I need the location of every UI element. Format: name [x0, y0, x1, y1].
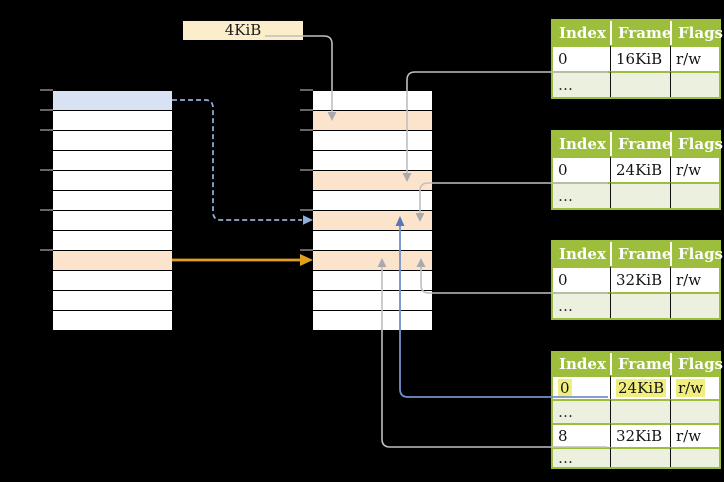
column-header-frame: Frame: [610, 132, 671, 156]
page-table-cell: 8: [553, 423, 610, 447]
memory-row-white: [53, 191, 172, 211]
memory-row-white: [53, 111, 172, 131]
page-size-label: 4KiB: [224, 21, 262, 39]
page-table-cell: [610, 399, 670, 423]
memory-row-white: [313, 131, 432, 151]
page-table-cell: [670, 292, 719, 318]
memory-row-white: [53, 311, 172, 330]
column-header-index: Index: [553, 132, 610, 156]
page-table-row: …: [553, 399, 719, 423]
memory-row-orange: [313, 171, 432, 191]
memory-row-white: [53, 231, 172, 251]
page-table-cell: r/w: [670, 423, 719, 447]
memory-row-orange: [313, 111, 432, 131]
memory-row-white: [53, 151, 172, 171]
column-header-flags: Flags: [670, 132, 723, 156]
page-table-cell: [670, 399, 719, 423]
page-table-cell: …: [553, 447, 610, 467]
page-table-row: …: [553, 292, 719, 318]
page-table-cell: 32KiB: [610, 266, 670, 292]
physical-memory-column: [312, 90, 433, 332]
highlighted-value: 24KiB: [616, 379, 667, 397]
virtual-memory-column: [52, 90, 173, 332]
memory-row-white: [313, 291, 432, 311]
page-table-cell: [610, 447, 670, 467]
page-table-cell: 0: [553, 266, 610, 292]
memory-row-white: [53, 131, 172, 151]
memory-row-white: [53, 291, 172, 311]
page-table-cell: [670, 182, 719, 208]
memory-row-white: [53, 271, 172, 291]
page-table-row: …: [553, 182, 719, 208]
page-table-cell: …: [553, 71, 610, 97]
memory-row-white: [313, 271, 432, 291]
arrow-virtual-blue-to-physical: [172, 99, 313, 225]
column-header-flags: Flags: [670, 21, 723, 45]
memory-row-white: [313, 91, 432, 111]
page-table-cell: 16KiB: [610, 45, 670, 71]
arrow-virtual-orange-to-physical: [172, 254, 313, 266]
page-table-row: …: [553, 447, 719, 467]
page-table-cell: r/w: [670, 156, 719, 182]
column-header-index: Index: [553, 21, 610, 45]
column-header-index: Index: [553, 242, 610, 266]
page-table-cell: r/w: [670, 375, 719, 399]
page-table-cell: 24KiB: [610, 156, 670, 182]
page-table-cell: 0: [553, 45, 610, 71]
page-size-label-box: 4KiB: [183, 21, 303, 40]
page-table-cell: r/w: [670, 45, 719, 71]
memory-row-white: [313, 151, 432, 171]
column-header-flags: Flags: [670, 353, 723, 375]
page-table-cell: [610, 182, 670, 208]
page-table-cell: …: [553, 292, 610, 318]
memory-row-white: [53, 211, 172, 231]
page-table-cell: 0: [553, 375, 610, 399]
memory-row-orange: [313, 211, 432, 231]
column-header-flags: Flags: [670, 242, 723, 266]
page-table-cell: [610, 71, 670, 97]
memory-row-white: [53, 171, 172, 191]
memory-row-orange: [53, 251, 172, 271]
page-table-cell: [610, 292, 670, 318]
page-table-row: 0 24KiB r/w: [553, 375, 719, 399]
memory-row-orange: [313, 251, 432, 271]
page-table-cell: [670, 71, 719, 97]
highlighted-value: r/w: [676, 379, 706, 397]
page-table-cell: 32KiB: [610, 423, 670, 447]
page-table-cell: …: [553, 399, 610, 423]
page-table-row: …: [553, 71, 719, 97]
column-header-frame: Frame: [610, 242, 671, 266]
memory-row-white: [313, 191, 432, 211]
column-header-index: Index: [553, 353, 610, 375]
page-table-cell: …: [553, 182, 610, 208]
page-table-cell: 0: [553, 156, 610, 182]
memory-row-white: [313, 231, 432, 251]
page-table-cell: r/w: [670, 266, 719, 292]
memory-row-white: [313, 311, 432, 330]
memory-row-blue: [53, 91, 172, 111]
column-header-frame: Frame: [610, 353, 671, 375]
page-table-cell: [670, 447, 719, 467]
page-table-cell: 24KiB: [610, 375, 670, 399]
column-header-frame: Frame: [610, 21, 671, 45]
highlighted-value: 0: [558, 379, 572, 397]
